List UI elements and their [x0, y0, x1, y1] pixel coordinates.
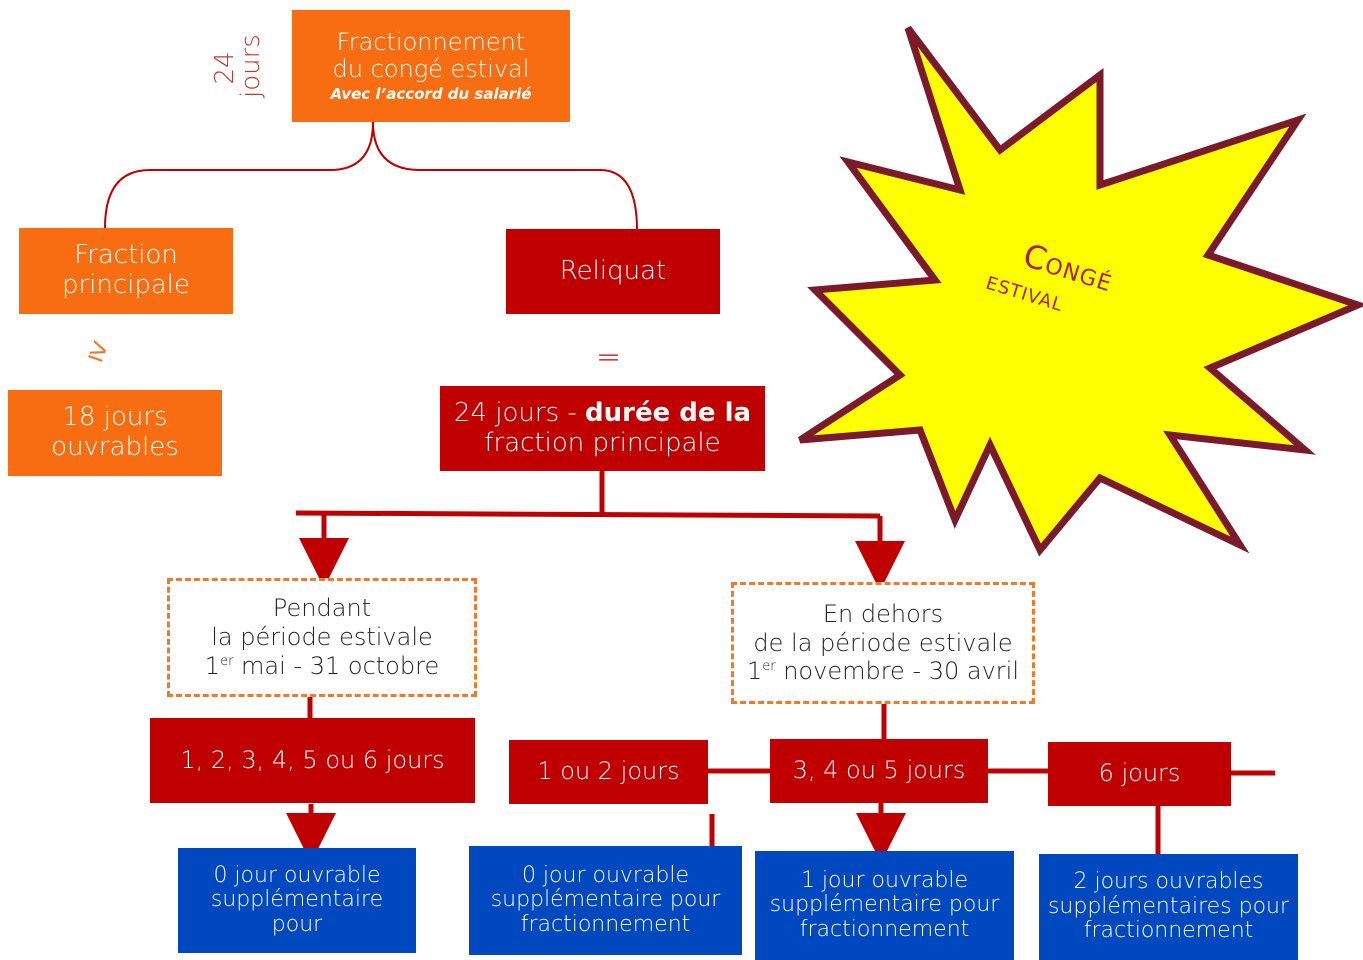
outside-days-a-label: 1 ou 2 jours — [537, 757, 680, 786]
connector-horizontal — [295, 510, 881, 519]
top-title-box: Fractionnement du congé estival Avec l’a… — [292, 10, 570, 122]
reliquat-box: Reliquat — [506, 229, 720, 314]
result-4-line3: fractionnement — [1083, 918, 1254, 944]
period-outside-day: 1 — [746, 657, 763, 686]
period-outside-line1: En dehors — [822, 599, 944, 628]
top-title-line1: Fractionnement — [336, 27, 526, 56]
period-outside-dates: 1er novembre - 30 avril — [747, 657, 1019, 686]
result-box-3: 1 jour ouvrable supplémentaire pour frac… — [755, 851, 1014, 960]
period-during-day: 1 — [204, 651, 221, 680]
period-during-box: Pendant la période estivale 1er mai - 31… — [167, 578, 477, 697]
outside-days-a-box: 1 ou 2 jours — [509, 740, 708, 804]
result-3-line1: 1 jour ouvrable — [800, 867, 969, 893]
top-subtitle: Avec l’accord du salarié — [330, 84, 532, 103]
result-4-line2: supplémentaires pour — [1047, 893, 1290, 919]
minimum-line2: ouvrables — [51, 432, 179, 462]
during-days-label: 1, 2, 3, 4, 5 ou 6 jours — [180, 745, 445, 774]
outside-days-b-box: 3, 4 ou 5 jours — [770, 739, 988, 803]
fraction-principale-box: Fraction principale — [19, 228, 233, 314]
side-days-number: 24 — [210, 51, 240, 85]
period-outside-sup: er — [762, 659, 776, 675]
result-1-line2: supplémentaire — [210, 887, 384, 913]
remaining-duration-bold: durée de la — [585, 397, 752, 428]
equals-symbol: = — [596, 340, 622, 375]
outside-days-b-label: 3, 4 ou 5 jours — [792, 756, 966, 785]
side-days-unit: jours — [236, 34, 266, 98]
period-during-dates: 1er mai - 31 octobre — [205, 652, 439, 681]
period-during-sup: er — [220, 653, 234, 669]
result-3-line2: supplémentaire pour — [769, 892, 1000, 918]
period-during-line1: Pendant — [272, 594, 372, 623]
outside-days-c-label: 6 jours — [1098, 759, 1181, 788]
result-2-line1: 0 jour ouvrable — [521, 862, 690, 888]
result-2-line2: supplémentaire pour — [490, 887, 721, 913]
starburst-shape — [798, 25, 1363, 557]
top-title-line2: du congé estival — [332, 55, 530, 84]
result-box-2: 0 jour ouvrable supplémentaire pour frac… — [469, 846, 742, 955]
fraction-line2: principale — [61, 270, 191, 300]
fraction-line1: Fraction — [74, 240, 178, 271]
reliquat-label: Reliquat — [559, 255, 667, 286]
remaining-duration-line2: fraction principale — [484, 427, 721, 458]
minimum-days-box: 18 jours ouvrables — [8, 390, 222, 476]
result-3-line3: fractionnement — [799, 916, 970, 942]
period-during-range: mai - 31 octobre — [233, 651, 440, 680]
period-outside-line2: de la période estivale — [753, 628, 1013, 657]
during-days-box: 1, 2, 3, 4, 5 ou 6 jours — [150, 718, 475, 803]
result-2-line3: fractionnement — [520, 911, 691, 937]
period-during-line2: la période estivale — [211, 623, 433, 652]
remaining-duration-box: 24 jours - durée de la fraction principa… — [440, 386, 765, 471]
result-1-line3: pour — [271, 911, 323, 937]
period-outside-range: novembre - 30 avril — [775, 657, 1020, 686]
period-outside-box: En dehors de la période estivale 1er nov… — [731, 582, 1035, 704]
connector-top-right — [372, 121, 638, 231]
remaining-duration-line1: 24 jours - durée de la — [453, 397, 752, 429]
result-1-line1: 0 jour ouvrable — [213, 862, 381, 888]
result-box-4: 2 jours ouvrables supplémentaires pour f… — [1039, 854, 1298, 960]
result-4-line1: 2 jours ouvrables — [1073, 869, 1264, 895]
remaining-duration-prefix: 24 jours - — [453, 397, 586, 428]
minimum-line1: 18 jours — [62, 402, 168, 433]
result-box-1: 0 jour ouvrable supplémentaire pour — [178, 848, 416, 953]
connector-top-left — [104, 121, 374, 229]
side-days-label: 24 jours — [208, 34, 268, 98]
outside-days-c-box: 6 jours — [1048, 742, 1231, 806]
